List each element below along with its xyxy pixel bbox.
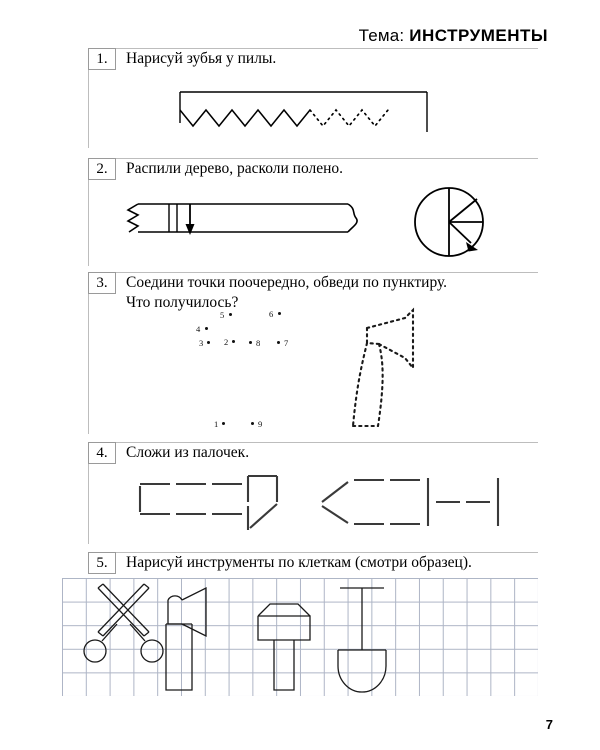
dot-point-3 [207,341,211,345]
grid-practice-area [62,578,538,696]
dot-point-9 [251,422,255,426]
dot-point-7 [277,341,281,345]
dot-label-1: 1 [214,419,219,429]
dot-point-5 [229,313,233,317]
task-4-number: 4. [88,442,116,464]
dot-point-2 [232,340,236,344]
scissors-icon [83,583,164,663]
task-1-text: Нарисуй зубья у пилы. [126,50,277,67]
task-3-left-rule [88,272,89,434]
task-3-number: 3. [88,272,116,294]
grid-tool-samples [83,583,387,693]
dot-label-8: 8 [256,338,261,348]
dot-label-5: 5 [220,310,225,320]
dot-label-7: 7 [284,338,289,348]
task-5-text: Нарисуй инструменты по клеткам (смотри о… [126,554,472,571]
task-3-top-rule [88,272,538,273]
task-4-left-rule [88,442,89,544]
task-3-text-line2: Что получилось? [126,294,239,311]
topic-label: Тема: [358,26,405,45]
page-number: 7 [545,717,553,732]
dot-label-3: 3 [199,338,204,348]
dot-label-4: 4 [196,324,201,334]
log-illustration [126,197,366,245]
task-2-text: Распили дерево, расколи полено. [126,160,344,177]
dot-point-4 [205,327,209,331]
saw-illustration [175,86,435,140]
task-2-left-rule [88,158,89,266]
axe-icon [165,586,207,691]
dot-point-8 [249,341,253,345]
task-5-number: 5. [88,552,116,574]
task-1-number: 1. [88,48,116,70]
task-1-left-rule [88,48,89,148]
dot-label-6: 6 [269,309,274,319]
stick-axe-figure [318,474,503,530]
dotted-axe-outline [333,307,453,436]
dot-point-6 [278,312,282,316]
task-2-top-rule [88,158,538,159]
dot-point-1 [222,422,226,426]
task-4-text: Сложи из палочек. [126,444,250,461]
task-5-top-rule [88,552,538,553]
shovel-icon [337,587,387,693]
task-1-top-rule [88,48,538,49]
dot-label-2: 2 [224,337,229,347]
dot-label-9: 9 [258,419,263,429]
topic-value: ИНСТРУМЕНТЫ [409,26,548,45]
log-cross-section-illustration [407,182,495,262]
page-title: Тема: ИНСТРУМЕНТЫ [359,26,548,46]
hammer-icon [257,603,311,691]
stick-hammer-figure [134,474,284,530]
task-3-text: Соедини точки поочередно, обведи по пунк… [126,274,448,291]
task-2-number: 2. [88,158,116,180]
task-4-top-rule [88,442,538,443]
